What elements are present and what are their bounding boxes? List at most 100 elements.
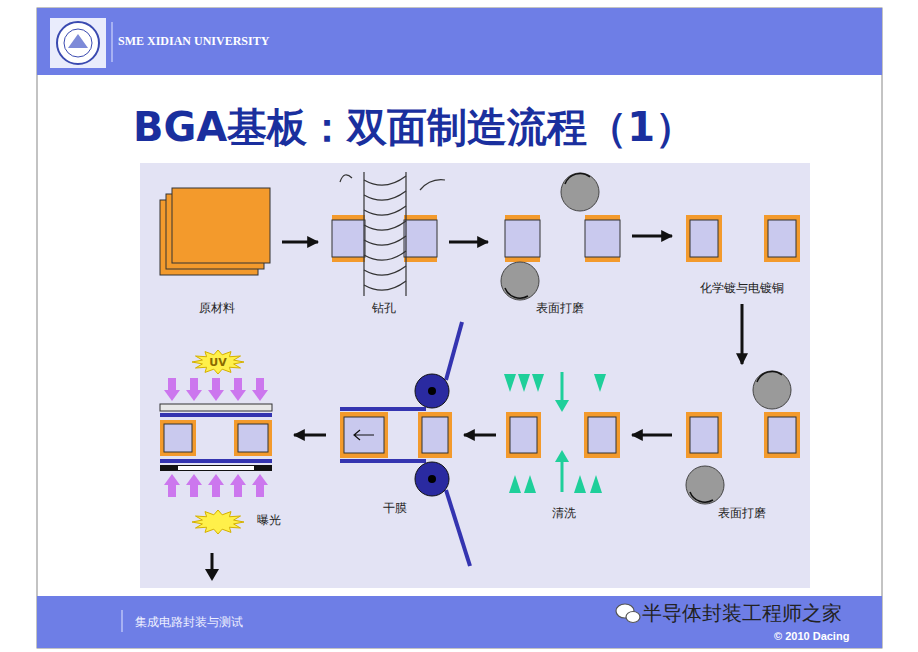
wechat-icon	[626, 612, 640, 623]
step-caption: 原材料	[199, 301, 235, 316]
university-logo	[50, 18, 106, 68]
grinding-roller	[686, 371, 791, 504]
plated-board	[506, 412, 620, 458]
exposure-stack	[234, 420, 272, 456]
plated-board	[768, 417, 796, 453]
process-step: 化学镀与电镀铜	[676, 205, 808, 300]
slide-frame	[112, 22, 113, 62]
cleaning-spray	[504, 374, 516, 392]
cleaning-spray	[555, 400, 569, 412]
plated-board	[690, 220, 718, 257]
dry-film	[340, 459, 426, 463]
cleaning-spray	[504, 372, 606, 493]
exposure-stack	[256, 484, 264, 497]
process-arrow	[632, 235, 672, 238]
process-arrow	[741, 304, 744, 364]
exposure-stack	[160, 459, 272, 463]
exposure-stack	[252, 390, 268, 401]
laminated-board	[344, 417, 384, 453]
raw-sheets	[172, 188, 270, 263]
drill-bit	[364, 251, 406, 260]
process-step: 清洗	[500, 365, 628, 525]
step-caption: 清洗	[552, 506, 576, 521]
exposure-stack	[160, 413, 272, 417]
exposure-stack	[212, 484, 220, 497]
cleaning-spray	[574, 475, 586, 493]
drill-bit	[364, 236, 406, 245]
drill-bit	[340, 172, 445, 296]
plated-board	[768, 220, 796, 257]
grinding-roller	[561, 173, 599, 211]
drilled-board	[332, 220, 365, 257]
drilled-board	[404, 215, 437, 262]
exposure-stack	[230, 390, 246, 401]
exposure-stack	[190, 484, 198, 497]
cleaning-spray	[532, 374, 544, 392]
plated-board	[686, 412, 722, 458]
grinding-roller	[757, 372, 782, 382]
ground-board	[505, 215, 540, 262]
exposure-stack	[234, 484, 242, 497]
drilled-board	[332, 215, 365, 262]
exposure-stack	[164, 474, 180, 485]
drill-bit	[364, 206, 406, 215]
laminated-board	[418, 412, 452, 458]
slide-frame	[122, 610, 123, 632]
exposure-stack	[205, 569, 219, 581]
cleaning-spray	[594, 374, 606, 392]
ground-board	[505, 220, 540, 257]
exposure-stack	[164, 390, 180, 401]
drilled-board	[404, 220, 437, 257]
dry-film	[446, 322, 462, 380]
process-step: 原材料	[155, 180, 278, 320]
drilled-board	[332, 215, 437, 262]
process-panel	[140, 163, 810, 588]
step-caption: 化学镀与电镀铜	[700, 281, 784, 296]
copyright: © 2010 Dacing	[774, 630, 849, 642]
exposure-stack	[211, 553, 214, 570]
exposure-stack	[192, 350, 244, 374]
drill-bit	[363, 172, 364, 296]
plated-board	[690, 417, 718, 453]
wechat-icon	[616, 604, 640, 623]
step-caption: 干膜	[383, 501, 407, 516]
step-caption: 曝光	[257, 513, 281, 528]
slide-frame	[37, 596, 882, 648]
ground-board	[585, 220, 620, 257]
exposure-stack	[168, 484, 176, 497]
exposure-stack	[160, 404, 272, 411]
plated-board	[686, 412, 800, 458]
grinding-roller	[565, 174, 590, 184]
plated-board	[506, 412, 541, 458]
plated-board	[686, 215, 800, 262]
drill-bit	[364, 281, 406, 290]
uv-label: UV	[209, 356, 226, 369]
slide-frame	[37, 8, 882, 648]
grinding-roller	[505, 288, 528, 298]
grinding-roller	[501, 262, 539, 300]
slide-frame	[37, 8, 882, 75]
cleaning-spray	[518, 374, 530, 392]
ground-board	[585, 215, 620, 262]
exposure-stack	[160, 465, 272, 471]
grinding-roller	[753, 371, 791, 409]
exposure-stack	[238, 424, 268, 452]
cleaning-spray	[509, 475, 521, 493]
process-arrow	[464, 434, 496, 437]
header-text: SME XIDIAN UNIVERSITY	[118, 34, 269, 49]
grinding-roller	[690, 492, 713, 502]
ground-board	[505, 215, 620, 262]
plated-board	[686, 215, 722, 262]
laminated-board	[354, 430, 374, 440]
laminated-board	[422, 417, 448, 453]
process-arrow	[449, 241, 488, 244]
laminating-roller	[415, 462, 449, 496]
laminating-roller	[428, 387, 436, 395]
process-step: 干膜	[330, 320, 460, 520]
laminated-board	[340, 412, 452, 458]
process-step: 钻孔	[322, 165, 445, 320]
course-name: 集成电路封装与测试	[135, 614, 243, 631]
step-caption: 表面打磨	[718, 506, 766, 521]
